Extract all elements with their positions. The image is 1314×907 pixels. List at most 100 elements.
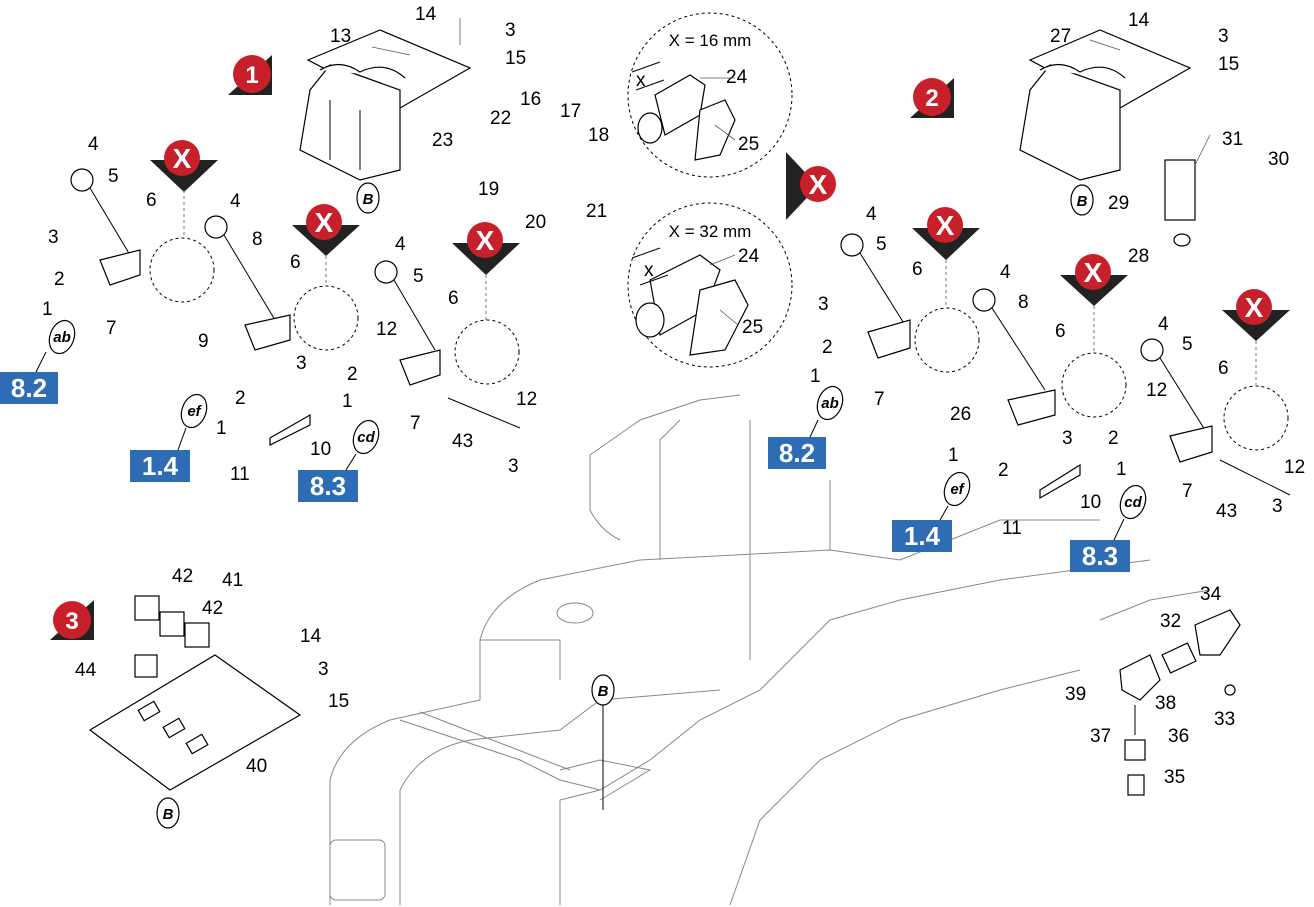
detail-circle-32mm: X = 32 mm x: [627, 202, 793, 368]
callout: 4: [395, 234, 406, 255]
callout: 7: [106, 318, 117, 339]
callout: 1: [216, 418, 227, 439]
part-cover-27: [1019, 29, 1196, 247]
leader-lines: [371, 18, 1211, 326]
callout: 2: [998, 460, 1009, 481]
x-marker: X: [452, 222, 520, 320]
part-assembly-32-39: [1119, 609, 1241, 796]
callout: 41: [222, 570, 243, 591]
svg-text:1: 1: [245, 62, 258, 89]
section-marker-2: 2: [910, 78, 954, 118]
page-ref-box: 8.3: [298, 470, 358, 502]
svg-text:8.2: 8.2: [11, 373, 47, 403]
callout: 25: [738, 134, 759, 155]
callout: 10: [310, 439, 331, 460]
callout: 14: [415, 4, 437, 25]
callout: 32: [1160, 611, 1181, 632]
callout: 26: [950, 404, 971, 425]
callout: 4: [230, 191, 241, 212]
callout: 12: [1146, 380, 1167, 401]
callout: 38: [1155, 693, 1176, 714]
callout: 6: [1055, 321, 1066, 342]
section-marker-3: 3: [50, 600, 94, 640]
lever-detail-circles: [149, 237, 1289, 451]
callout: 2: [235, 388, 246, 409]
svg-text:ab: ab: [53, 329, 71, 346]
ref-oval-B: B: [156, 797, 180, 829]
ref-oval-B: B: [356, 182, 380, 214]
svg-text:2: 2: [925, 85, 938, 112]
callout: 23: [432, 130, 453, 151]
callout: 8: [1018, 292, 1029, 313]
callout: 9: [198, 331, 209, 352]
callout: 1: [342, 391, 353, 412]
callout: 21: [586, 201, 607, 222]
ref-oval-ef: ef: [939, 471, 971, 521]
callout: 27: [1050, 26, 1071, 47]
callout: 3: [318, 659, 329, 680]
svg-text:X: X: [315, 207, 334, 238]
callout: 14: [300, 626, 322, 647]
x-marker: X: [292, 204, 360, 290]
callout: 11: [230, 464, 250, 485]
part-cover-13: [299, 29, 472, 181]
callout: 2: [347, 364, 358, 385]
callout: 2: [54, 269, 65, 290]
callout: 3: [1218, 26, 1229, 47]
callout: 24: [738, 246, 760, 267]
callout: 44: [75, 660, 97, 681]
callout: 40: [246, 756, 267, 777]
callout: 6: [290, 252, 301, 273]
callout: 5: [413, 266, 424, 287]
callout-numbers: 13 14 3 15 16 17 22 23 18 19 20 21 24 25…: [42, 4, 1305, 788]
callout: 39: [1065, 684, 1086, 705]
callout: 12: [516, 389, 537, 410]
page-ref-box: 8.3: [1070, 540, 1130, 572]
ref-oval-B: B: [1070, 184, 1094, 216]
callout: 3: [296, 353, 307, 374]
callout: 11: [1002, 518, 1022, 539]
svg-text:cd: cd: [357, 429, 375, 446]
callout: 34: [1200, 584, 1222, 605]
svg-text:x: x: [636, 70, 646, 91]
callout: 37: [1090, 726, 1111, 747]
svg-text:1.4: 1.4: [142, 451, 179, 481]
callout: 30: [1268, 149, 1289, 170]
svg-text:B: B: [1077, 193, 1088, 210]
lever-assemblies: [70, 168, 1291, 500]
callout: 1: [42, 299, 53, 320]
callout: 7: [410, 413, 421, 434]
callout: 3: [48, 227, 59, 248]
page-ref-box: 1.4: [892, 520, 952, 552]
callout: 14: [1128, 10, 1150, 31]
callout: 3: [1272, 496, 1283, 517]
ref-oval-cd: cd: [345, 419, 380, 471]
callout: 29: [1108, 193, 1129, 214]
callout: 5: [876, 234, 887, 255]
svg-text:B: B: [163, 806, 174, 823]
callout: 4: [1158, 314, 1169, 335]
callout: 8: [252, 229, 263, 250]
svg-text:cd: cd: [1124, 494, 1142, 511]
callout: 10: [1080, 492, 1101, 513]
callout: 6: [448, 288, 459, 309]
callout: 17: [560, 101, 581, 122]
callout: 43: [1216, 501, 1237, 522]
x-marker: X: [912, 207, 980, 310]
detail-circle-16mm: X = 16 mm x: [627, 12, 793, 178]
svg-text:X: X: [936, 210, 955, 241]
callout: 4: [866, 204, 877, 225]
callout: 13: [330, 26, 351, 47]
svg-text:3: 3: [65, 608, 78, 635]
page-ref-box: 1.4: [130, 450, 190, 482]
svg-text:B: B: [363, 191, 374, 208]
x-marker: X: [786, 152, 836, 220]
callout: 28: [1128, 246, 1149, 267]
callout: 6: [912, 259, 923, 280]
svg-text:8.2: 8.2: [779, 438, 815, 468]
callout: 16: [520, 89, 541, 110]
svg-text:X: X: [1245, 292, 1264, 323]
callout: 42: [172, 566, 193, 587]
callout: 4: [88, 134, 99, 155]
x-marker: X: [1222, 289, 1290, 385]
